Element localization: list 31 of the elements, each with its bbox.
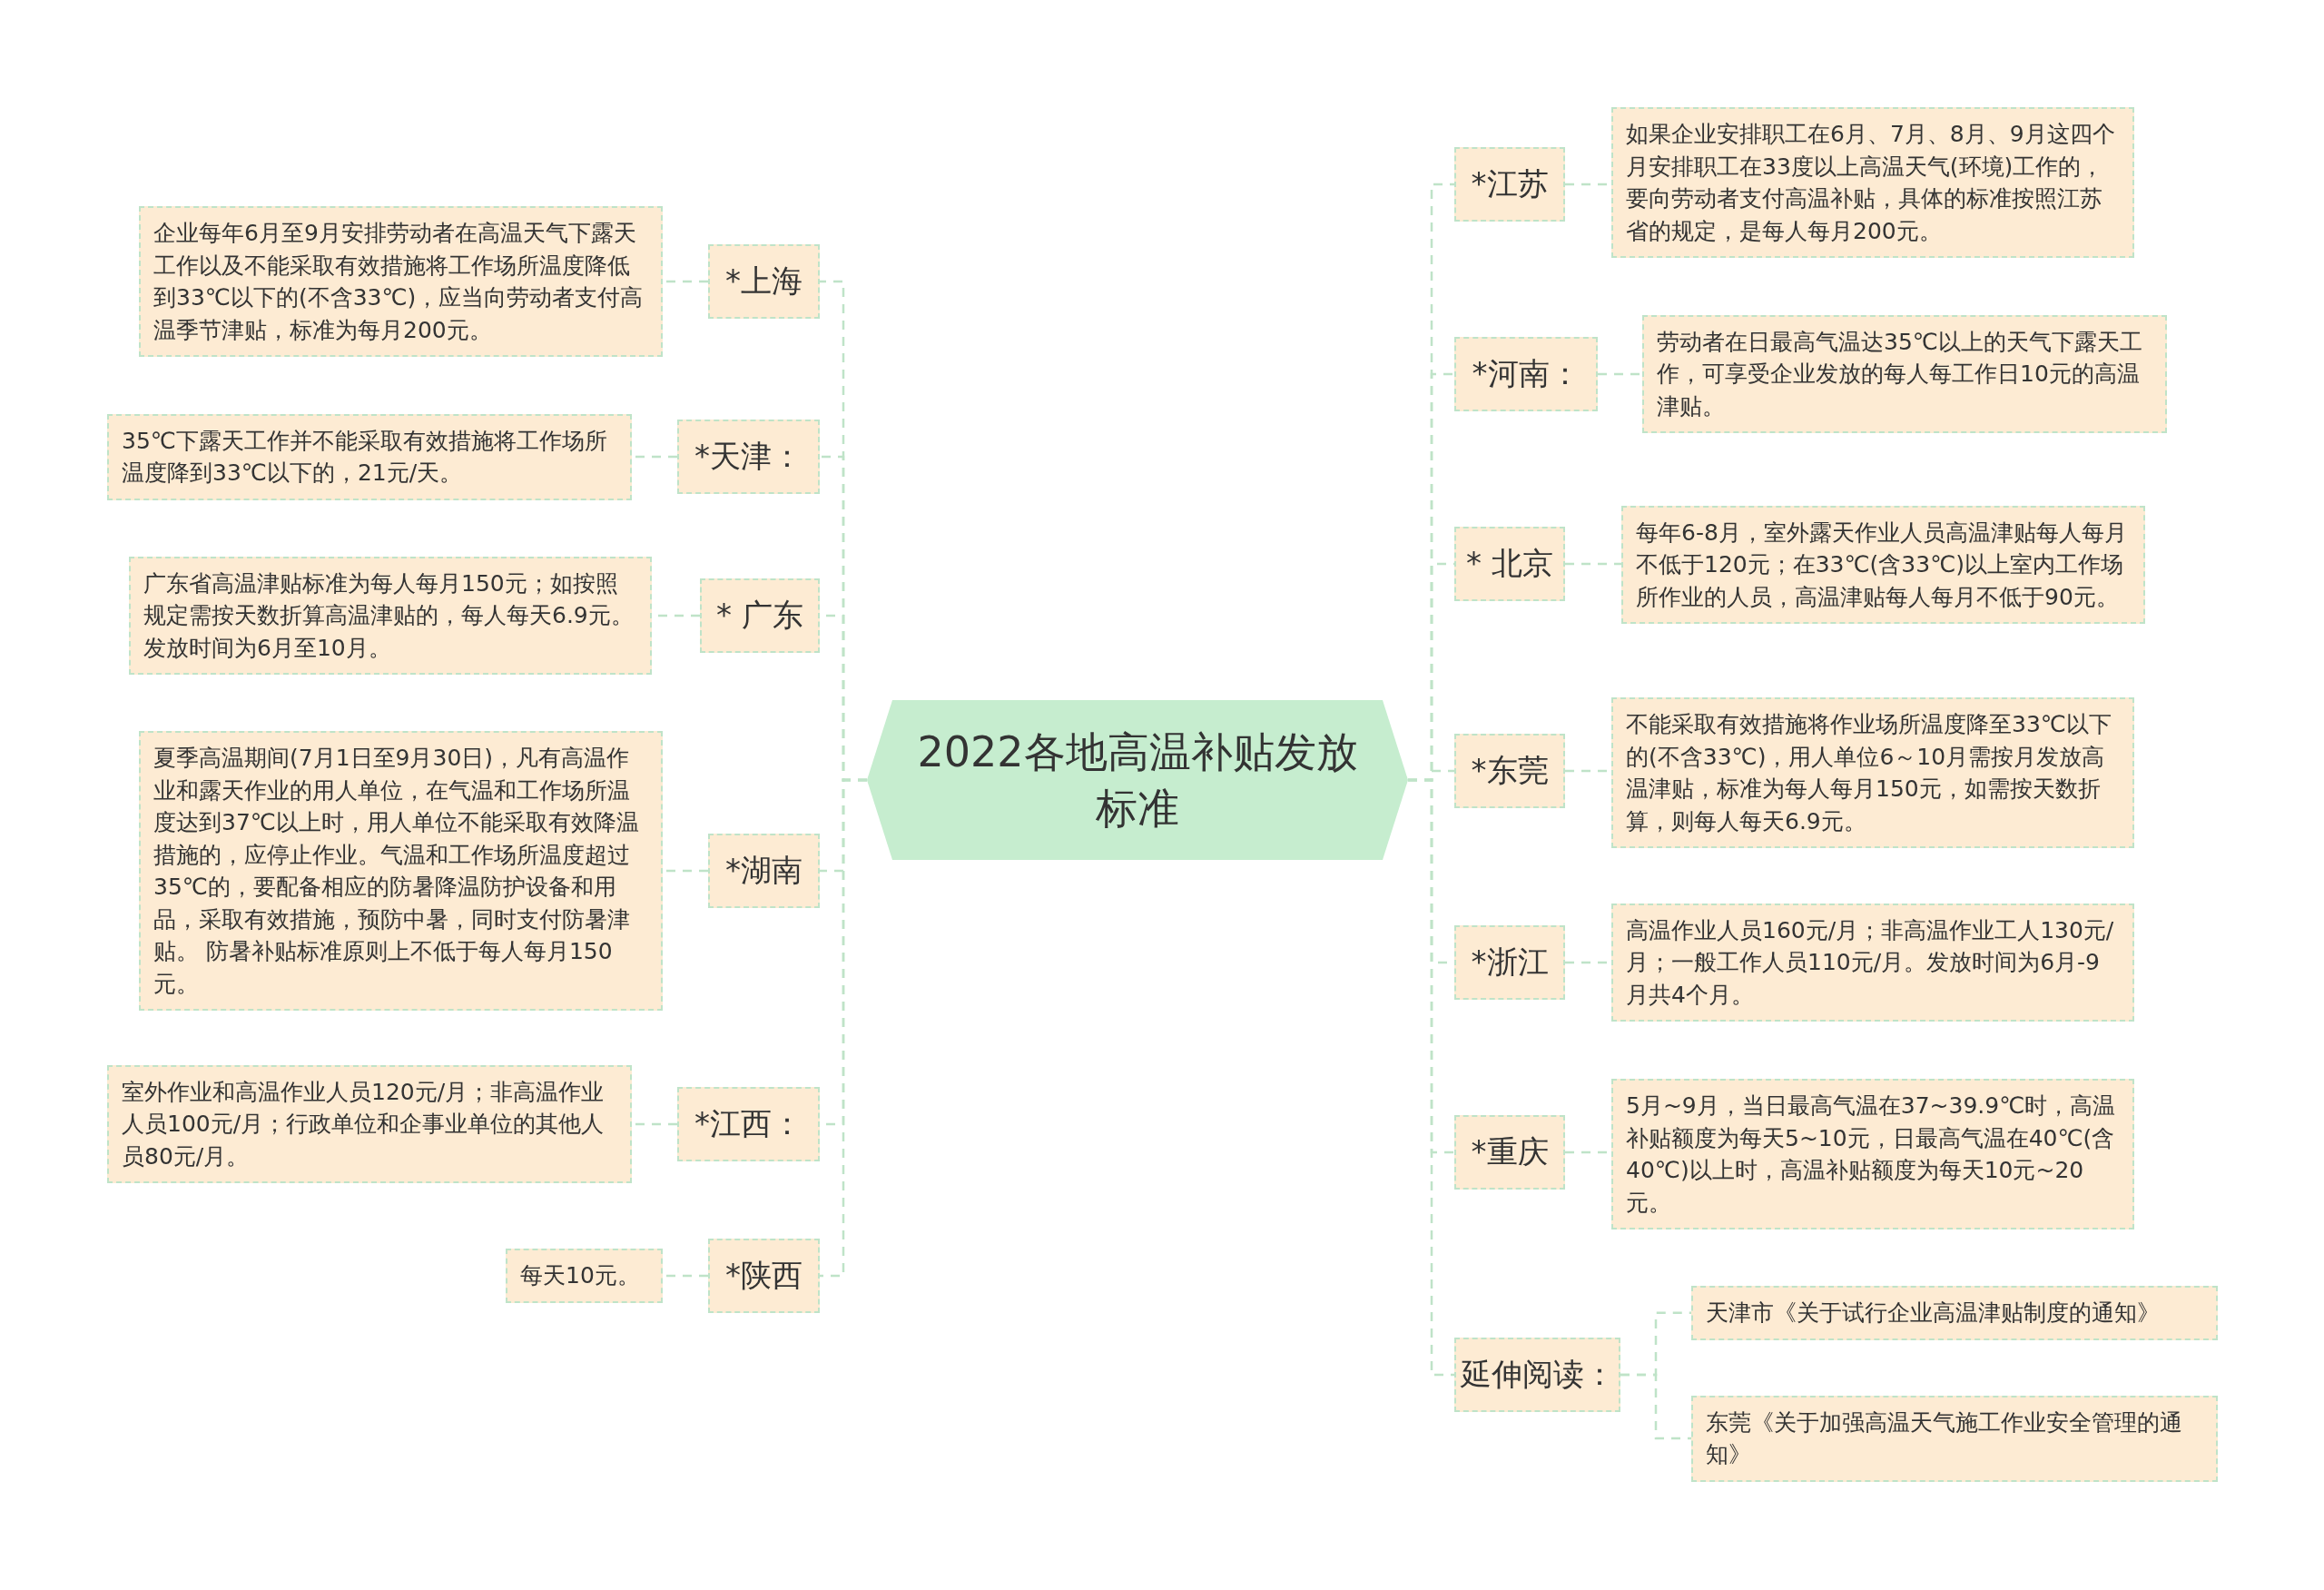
- topic-box: *上海: [708, 244, 820, 319]
- note-box: 如果企业安排职工在6月、7月、8月、9月这四个月安排职工在33度以上高温天气(环境)工作的，要向劳动者支付高温补贴，具体的标准按照江苏省的规定，是每人每月200元。: [1611, 107, 2134, 258]
- note-box: 不能采取有效措施将作业场所温度降至33℃以下的(不含33℃)，用人单位6～10月需按月发放高温津贴，标准为每人每月150元，如需按天数折算，则每人每天6.9元。: [1611, 697, 2134, 848]
- note-box: 5月~9月，当日最高气温在37~39.9℃时，高温补贴额度为每天5~10元，日最高气温在40℃(含40℃)以上时，高温补贴额度为每天10元~20元。: [1611, 1079, 2134, 1230]
- topic-box: *重庆: [1454, 1115, 1565, 1190]
- note-box: 广东省高温津贴标准为每人每月150元；如按照规定需按天数折算高温津贴的，每人每天6.9元。发放时间为6月至10月。: [129, 556, 652, 675]
- topic-box: *天津：: [677, 420, 820, 494]
- note-box: 室外作业和高温作业人员120元/月；非高温作业人员100元/月；行政单位和企事业单位的其他人员80元/月。: [107, 1064, 632, 1183]
- note-box: 高温作业人员160元/月；非高温作业工人130元/月；一般工作人员110元/月。发放时间为6月-9月共4个月。: [1611, 903, 2134, 1022]
- topic-box: * 北京: [1454, 527, 1565, 601]
- connector-line: [1565, 562, 1621, 566]
- note-box: 35℃下露天工作并不能采取有效措施将工作场所温度降到33℃以下的，21元/天。: [107, 413, 632, 500]
- central-topic: 2022各地高温补贴发放标准: [867, 700, 1408, 860]
- note-box: 东莞《关于加强高温天气施工作业安全管理的通知》: [1691, 1395, 2218, 1482]
- topic-box: *浙江: [1454, 925, 1565, 1000]
- topic-box: *东莞: [1454, 734, 1565, 808]
- note-box: 每年6-8月，室外露天作业人员高温津贴每人每月不低于120元；在33℃(含33℃)以上室内工作场所作业的人员，高温津贴每人每月不低于90元。: [1621, 505, 2145, 624]
- note-box: 每天10元。: [506, 1249, 663, 1303]
- topic-box: *陕西: [708, 1239, 820, 1313]
- topic-box: *湖南: [708, 834, 820, 908]
- note-box: 企业每年6月至9月安排劳动者在高温天气下露天工作以及不能采取有效措施将工作场所温度降低到33℃以下的(不含33℃)，应当向劳动者支付高温季节津贴，标准为每月200元。: [139, 206, 663, 357]
- note-box: 劳动者在日最高气温达35℃以上的天气下露天工作，可享受企业发放的每人每工作日10元的高温津贴。: [1642, 314, 2167, 433]
- connector-line: [1620, 1373, 1691, 1440]
- topic-box: *河南：: [1454, 337, 1598, 411]
- note-box: 夏季高温期间(7月1日至9月30日)，凡有高温作业和露天作业的用人单位，在气温和工作场所温度达到37℃以上时，用人单位不能采取有效降温措施的，应停止作业。气温和工作场所温度超过35℃的，要配备相应的防暑降温防护设备和用品，采取有效措施，预防中暑，同时支付防暑津贴。 防暑补贴标准原则上不低于每人每月150元。: [139, 731, 663, 1011]
- topic-box: 延伸阅读：: [1454, 1338, 1620, 1412]
- topic-box: *江西：: [677, 1087, 820, 1161]
- note-box: 天津市《关于试行企业高温津贴制度的通知》: [1691, 1286, 2218, 1340]
- topic-box: * 广东: [700, 578, 820, 653]
- topic-box: *江苏: [1454, 147, 1565, 222]
- connector-line: [1598, 372, 1642, 376]
